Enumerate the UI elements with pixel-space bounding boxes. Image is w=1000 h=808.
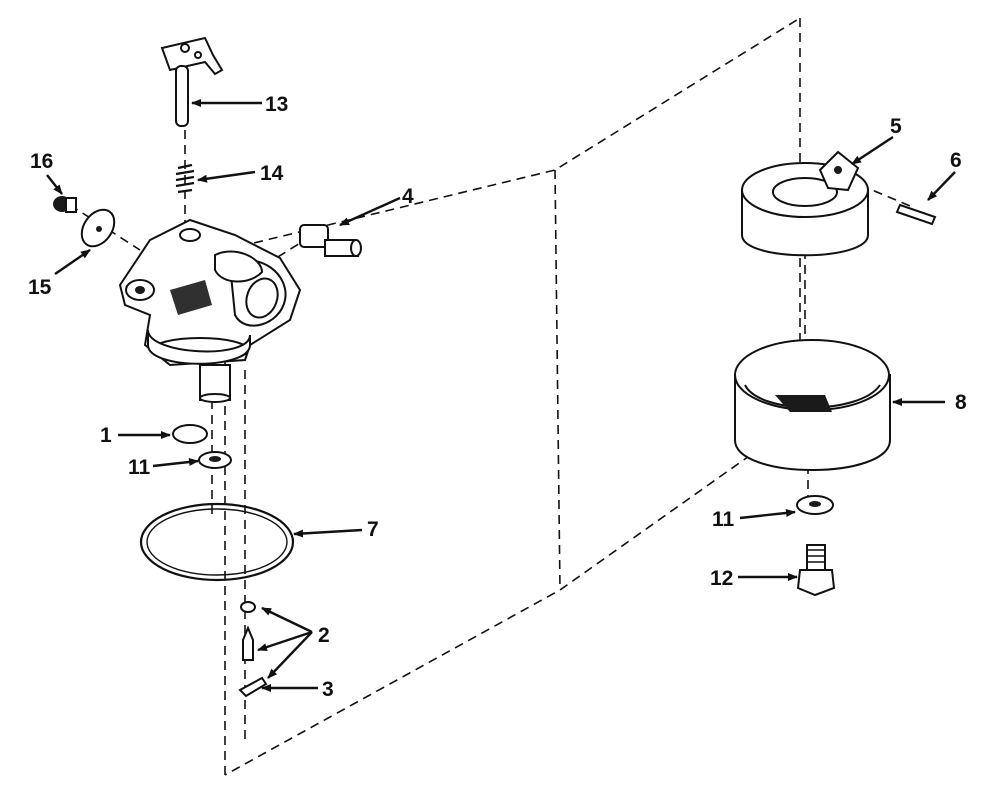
callout-11-left: 11 bbox=[128, 456, 151, 479]
arrow-16 bbox=[46, 174, 63, 195]
centerline-6 bbox=[859, 184, 916, 209]
callout-12: 12 bbox=[710, 567, 733, 590]
callout-4: 4 bbox=[402, 185, 414, 208]
arrow-2-a bbox=[261, 606, 313, 634]
part-7-gasket-ring bbox=[139, 502, 295, 582]
callout-labels: 13 14 4 16 15 1 11 7 2 3 5 6 8 11 12 bbox=[28, 93, 967, 701]
callout-3: 3 bbox=[322, 678, 334, 701]
part-8-float-bowl bbox=[734, 339, 891, 471]
part-13-throttle-shaft bbox=[160, 36, 224, 127]
arrow-6 bbox=[927, 171, 956, 201]
callout-1: 1 bbox=[100, 424, 112, 447]
arrow-2-c bbox=[267, 631, 313, 679]
dashed-plane-outline bbox=[224, 17, 801, 776]
carburetor-body bbox=[118, 218, 302, 403]
arrow-14 bbox=[197, 170, 256, 183]
leader-arrows bbox=[46, 99, 956, 692]
part-2-needle-seat bbox=[240, 601, 256, 661]
part-16-screw bbox=[53, 196, 77, 213]
part-14-spring bbox=[175, 163, 195, 194]
callout-14: 14 bbox=[260, 162, 284, 185]
callout-8: 8 bbox=[955, 391, 967, 414]
arrow-4 bbox=[339, 196, 401, 227]
arrow-5 bbox=[851, 135, 894, 166]
callout-13: 13 bbox=[265, 93, 288, 116]
dashed-plane-left-edge bbox=[554, 169, 561, 591]
callout-15: 15 bbox=[28, 276, 52, 299]
part-4-inlet-elbow bbox=[299, 224, 362, 257]
part-12-bowl-nut bbox=[796, 544, 836, 597]
arrow-7 bbox=[293, 528, 363, 538]
callout-6: 6 bbox=[950, 149, 962, 172]
callout-16: 16 bbox=[30, 150, 53, 173]
arrow-15 bbox=[54, 249, 91, 275]
arrow-11-right bbox=[739, 508, 796, 520]
arrow-2-b bbox=[257, 630, 313, 652]
part-5-float bbox=[741, 150, 869, 257]
part-15-plate bbox=[80, 208, 116, 248]
callout-7: 7 bbox=[367, 518, 379, 541]
arrow-11-left bbox=[152, 458, 199, 468]
part-11-washer-left bbox=[198, 451, 232, 469]
callout-11-right: 11 bbox=[712, 508, 735, 531]
part-6-pin bbox=[895, 203, 937, 226]
callout-2: 2 bbox=[318, 624, 330, 647]
part-1-plug bbox=[172, 424, 208, 444]
part-11-washer-right bbox=[796, 495, 834, 515]
callout-5: 5 bbox=[890, 115, 902, 138]
